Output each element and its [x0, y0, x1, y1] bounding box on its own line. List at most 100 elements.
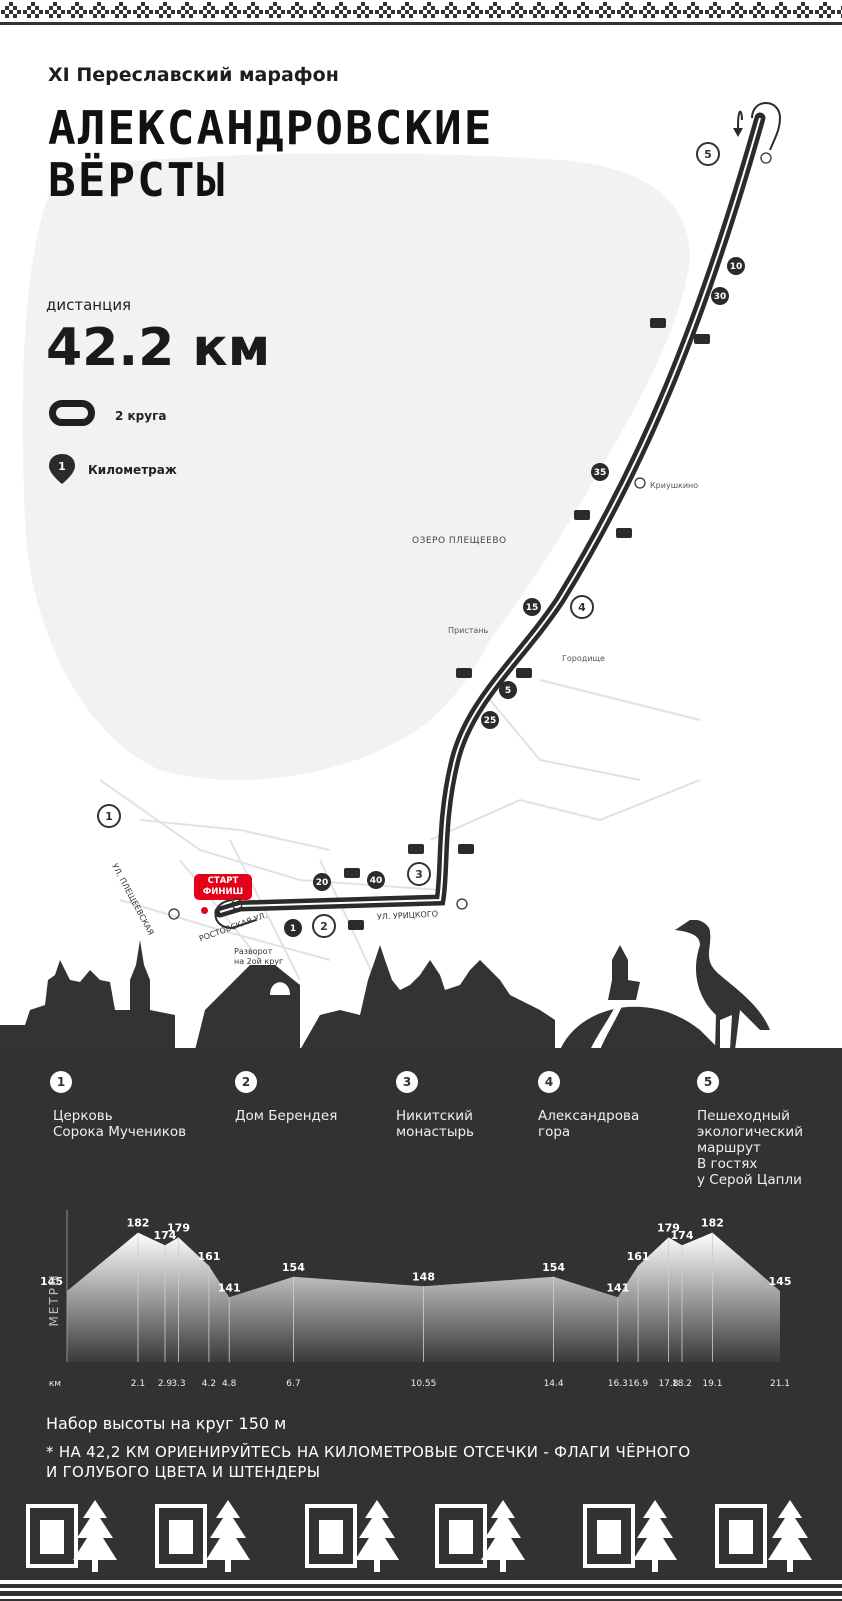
elevation-value-label: 154 [542, 1261, 565, 1274]
elevation-value-label: 182 [701, 1217, 724, 1230]
km-tick-label: 19.1 [702, 1379, 722, 1389]
landmark-line: Никитский [396, 1108, 473, 1124]
tree-ornament [481, 1500, 525, 1572]
map-landmark-2: 2 [312, 914, 336, 938]
lap-count: 2 круга [115, 409, 167, 423]
lake-label: ОЗЕРО ПЛЕЩЕЕВО [412, 536, 507, 546]
svg-text:20: 20 [316, 878, 329, 888]
svg-text:1: 1 [105, 810, 113, 823]
km-tick-label: 10.55 [411, 1379, 437, 1389]
svg-text:30: 30 [714, 292, 727, 302]
landmark-line: Сорока Мучеников [53, 1124, 187, 1140]
window-ornament [435, 1504, 487, 1568]
svg-text:1: 1 [58, 460, 66, 473]
km-pin-icon: 1 [49, 454, 75, 484]
landmark-line: Дом Берендея [235, 1108, 338, 1124]
landmark-line: Пешеходный [697, 1108, 790, 1124]
landmark-text: Александрова гора [538, 1108, 639, 1140]
turnaround-line2: на 2ой круг [234, 957, 284, 966]
turnaround-line1: Разворот [234, 947, 273, 956]
km-marker: 40 [367, 871, 385, 889]
start-label: СТАРТ [207, 876, 239, 886]
landmark-text: Пешеходный экологический маршрут В гостя… [697, 1108, 803, 1188]
event-subtitle: XI Переславский марафон [48, 64, 339, 86]
svg-text:5: 5 [505, 686, 511, 696]
elevation-value-label: 161 [197, 1250, 220, 1263]
elevation-value-label: 141 [606, 1281, 629, 1294]
km-marker: 15 [523, 598, 541, 616]
km-legend-label: Километраж [88, 463, 177, 477]
map-landmark-1: 1 [97, 804, 121, 828]
km-tick-label: 16.9 [628, 1379, 648, 1389]
elevation-value-label: 179 [167, 1221, 190, 1234]
pier-label: Пристань [448, 626, 489, 635]
svg-text:3: 3 [415, 868, 423, 881]
svg-text:5: 5 [704, 148, 712, 161]
elevation-chart: 1451821741791611411541481541411611791741… [40, 1210, 792, 1389]
svg-text:40: 40 [370, 876, 383, 886]
svg-text:10: 10 [730, 262, 743, 272]
landmark-line: у Серой Цапли [697, 1172, 802, 1188]
aid-station-icons [344, 318, 710, 930]
window-pane [597, 1520, 621, 1554]
turnaround-label: Разворот на 2ой круг [234, 947, 283, 967]
km-marker: 1 [284, 919, 302, 937]
footnote-line1: * НА 42,2 КМ ОРИЕНИРУЙТЕСЬ НА КИЛОМЕТРОВ… [46, 1443, 691, 1461]
svg-text:2: 2 [320, 920, 328, 933]
tree-ornament [73, 1500, 117, 1572]
landmark-line: Александрова [538, 1108, 640, 1124]
km-tick-label: 4.2 [202, 1379, 216, 1389]
km-marker: 35 [591, 463, 609, 481]
svg-text:15: 15 [526, 603, 539, 613]
map-landmark-4: 4 [570, 595, 594, 619]
title-line2: ВЁРСТЫ [48, 153, 227, 207]
medical-icons [168, 152, 772, 920]
km-tick-label: 3.3 [171, 1379, 185, 1389]
landmark-number: 5 [697, 1071, 719, 1093]
landmark-line: В гостях [697, 1156, 758, 1172]
landmark-number: 3 [396, 1071, 418, 1093]
km-marker: 25 [481, 711, 499, 729]
window-ornament [583, 1504, 635, 1568]
window-pane [319, 1520, 343, 1554]
km-tick-label: 4.8 [222, 1379, 237, 1389]
svg-text:4: 4 [578, 601, 586, 614]
km-tick-label: 17.8 [658, 1379, 678, 1389]
window-pane [40, 1520, 64, 1554]
landmark-number: 4 [538, 1071, 560, 1093]
svg-text:25: 25 [484, 716, 497, 726]
km-marker: 10 [727, 257, 745, 275]
elevation-value-label: 161 [627, 1250, 650, 1263]
elevation-value-label: 145 [769, 1275, 792, 1288]
tree-ornament [206, 1500, 250, 1572]
landmark-line: гора [538, 1124, 571, 1140]
elevation-value-label: 174 [154, 1229, 177, 1242]
svg-text:1: 1 [290, 924, 296, 934]
window-ornament [155, 1504, 207, 1568]
map-landmark-3: 3 [407, 862, 431, 886]
km-tick-label: 2.9 [158, 1379, 173, 1389]
landmark-line: маршрут [697, 1140, 761, 1156]
km-tick-label: 18.2 [672, 1379, 692, 1389]
elevation-value-label: 174 [671, 1229, 694, 1242]
skyline-silhouette [0, 920, 770, 1050]
elevation-value-label: 154 [282, 1261, 305, 1274]
landmark-line: Церковь [53, 1108, 113, 1124]
km-tick-label: 21.1 [770, 1379, 790, 1389]
elevation-value-label: 179 [657, 1221, 680, 1234]
km-tick-label: 14.4 [544, 1379, 564, 1389]
km-tick-label: 6.7 [286, 1379, 300, 1389]
km-tick-label: 16.3 [608, 1379, 628, 1389]
window-pane [169, 1520, 193, 1554]
y-axis-label: МЕТРЫ [47, 1273, 61, 1326]
window-ornament [715, 1504, 767, 1568]
km-marker: 30 [711, 287, 729, 305]
gorodishche-label: Городище [562, 654, 605, 663]
landmark-text: Дом Берендея [235, 1108, 337, 1124]
km-tick-label: 2.1 [131, 1379, 145, 1389]
elevation-gain: Набор высоты на круг 150 м [46, 1414, 287, 1433]
landmark-line: монастырь [396, 1124, 475, 1140]
km-markers-layer: 10 30 35 15 5 25 20 40 1 1 2 3 4 5 [97, 142, 772, 938]
footnote: * НА 42,2 КМ ОРИЕНИРУЙТЕСЬ НА КИЛОМЕТРОВ… [46, 1442, 690, 1482]
landmark-text: Никитский монастырь [396, 1108, 474, 1140]
